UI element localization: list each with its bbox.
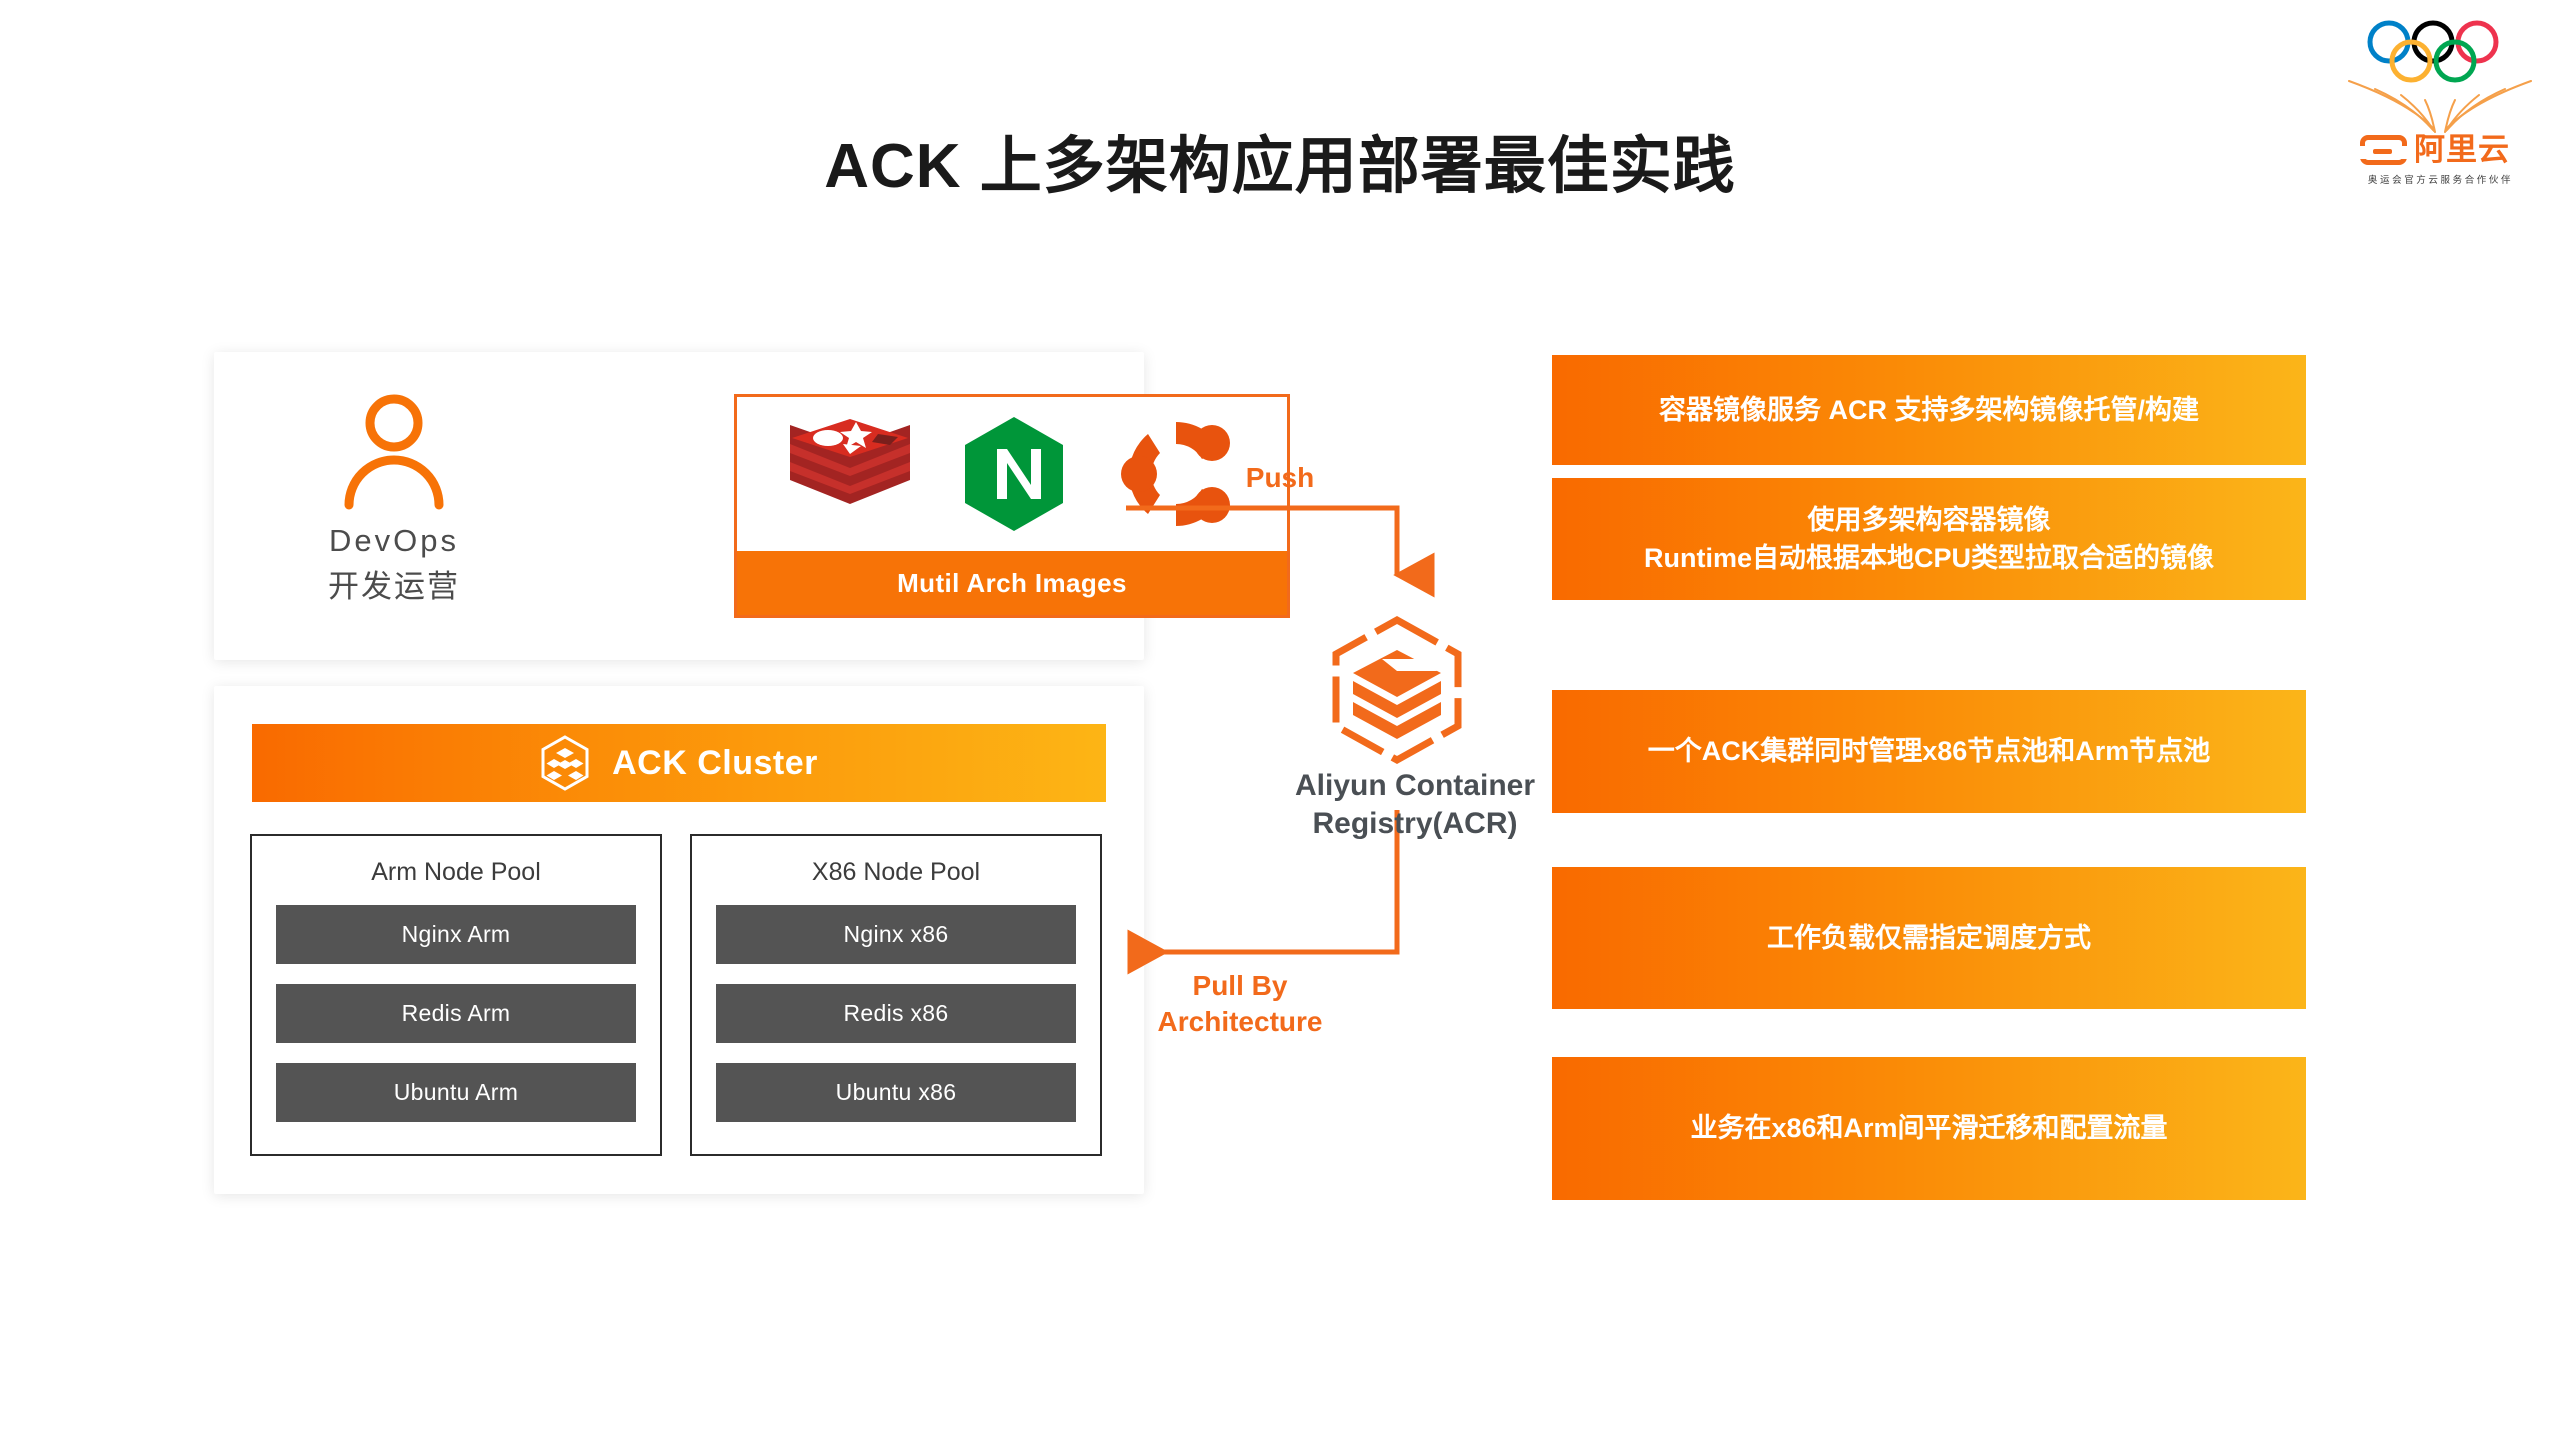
acr-label-line1: Aliyun Container <box>1294 769 1535 802</box>
logo-rays-icon <box>2348 80 2532 133</box>
aliyun-brand: 阿里云 <box>2360 134 2510 165</box>
pull-flow-label-line2: Architecture <box>1157 1006 1323 1038</box>
pull-flow-label-line1: Pull By <box>1192 970 1288 1001</box>
redis-icon <box>790 419 911 504</box>
node-item: Nginx x86 <box>716 905 1076 964</box>
image-icons-row <box>737 397 1287 551</box>
node-item: Ubuntu Arm <box>276 1063 636 1122</box>
devops-card: DevOps 开发运营 <box>214 352 1290 660</box>
feature-bar-line: 业务在x86和Arm间平滑迁移和配置流量 <box>1690 1113 2168 1144</box>
node-pool-arm: Arm Node Pool Nginx Arm Redis Arm Ubuntu… <box>250 834 662 1156</box>
aliyun-mark-icon <box>2360 134 2407 165</box>
feature-bar-line: 工作负载仅需指定调度方式 <box>1767 922 2091 953</box>
node-item: Ubuntu x86 <box>716 1063 1076 1122</box>
feature-bar-line: 使用多架构容器镜像 <box>1807 504 2051 535</box>
aliyun-olympic-logo: 阿里云 奥运会官方云服务合作伙伴 <box>2345 14 2535 189</box>
node-pool-x86: X86 Node Pool Nginx x86 Redis x86 Ubuntu… <box>690 834 1102 1156</box>
pull-flow-label: Pull By Architecture <box>1100 968 1380 1041</box>
feature-bar-line: Runtime自动根据本地CPU类型拉取合适的镜像 <box>1643 543 2214 573</box>
ack-cluster-title: ACK Cluster <box>612 743 818 782</box>
node-item: Redis x86 <box>716 984 1076 1043</box>
feature-bar-line: 一个ACK集群同时管理x86节点池和Arm节点池 <box>1647 736 2211 767</box>
page-title: ACK 上多架构应用部署最佳实践 <box>824 132 1736 201</box>
feature-bar: 工作负载仅需指定调度方式 <box>1552 867 2306 1009</box>
person-icon <box>344 394 444 510</box>
node-item: Redis Arm <box>276 984 636 1043</box>
ack-cluster-icon <box>541 735 589 791</box>
nginx-icon <box>964 417 1063 531</box>
multi-arch-images-box: Mutil Arch Images <box>734 394 1290 618</box>
multi-arch-images-caption: Mutil Arch Images <box>737 551 1287 615</box>
node-pool-title: Arm Node Pool <box>371 858 541 886</box>
feature-bar: 一个ACK集群同时管理x86节点池和Arm节点池 <box>1552 690 2306 813</box>
feature-bar: 使用多架构容器镜像 Runtime自动根据本地CPU类型拉取合适的镜像 <box>1552 478 2306 600</box>
node-item: Nginx Arm <box>276 905 636 964</box>
feature-bar: 容器镜像服务 ACR 支持多架构镜像托管/构建 <box>1552 355 2306 465</box>
ack-cluster-card: ACK Cluster Arm Node Pool Nginx Arm Redi… <box>214 686 1144 1194</box>
feature-bar-line: 容器镜像服务 ACR 支持多架构镜像托管/构建 <box>1659 394 2199 425</box>
push-flow-label: Push <box>1245 462 1315 493</box>
ack-cluster-header: ACK Cluster <box>252 724 1106 802</box>
acr-label: Aliyun Container Registry(ACR) <box>1240 767 1590 844</box>
aliyun-brand-text: 阿里云 <box>2414 132 2510 167</box>
acr-label-line2: Registry(ACR) <box>1312 807 1518 841</box>
feature-bar: 业务在x86和Arm间平滑迁移和配置流量 <box>1552 1057 2306 1200</box>
devops-block: DevOps 开发运营 <box>294 390 494 606</box>
devops-label-en: DevOps <box>329 523 459 558</box>
node-pool-title: X86 Node Pool <box>811 858 981 886</box>
logo-caption: 奥运会官方云服务合作伙伴 <box>2367 175 2514 186</box>
container-registry-icon <box>1332 615 1462 765</box>
olympic-rings-icon <box>2367 20 2499 83</box>
devops-label-cn: 开发运营 <box>328 569 460 604</box>
